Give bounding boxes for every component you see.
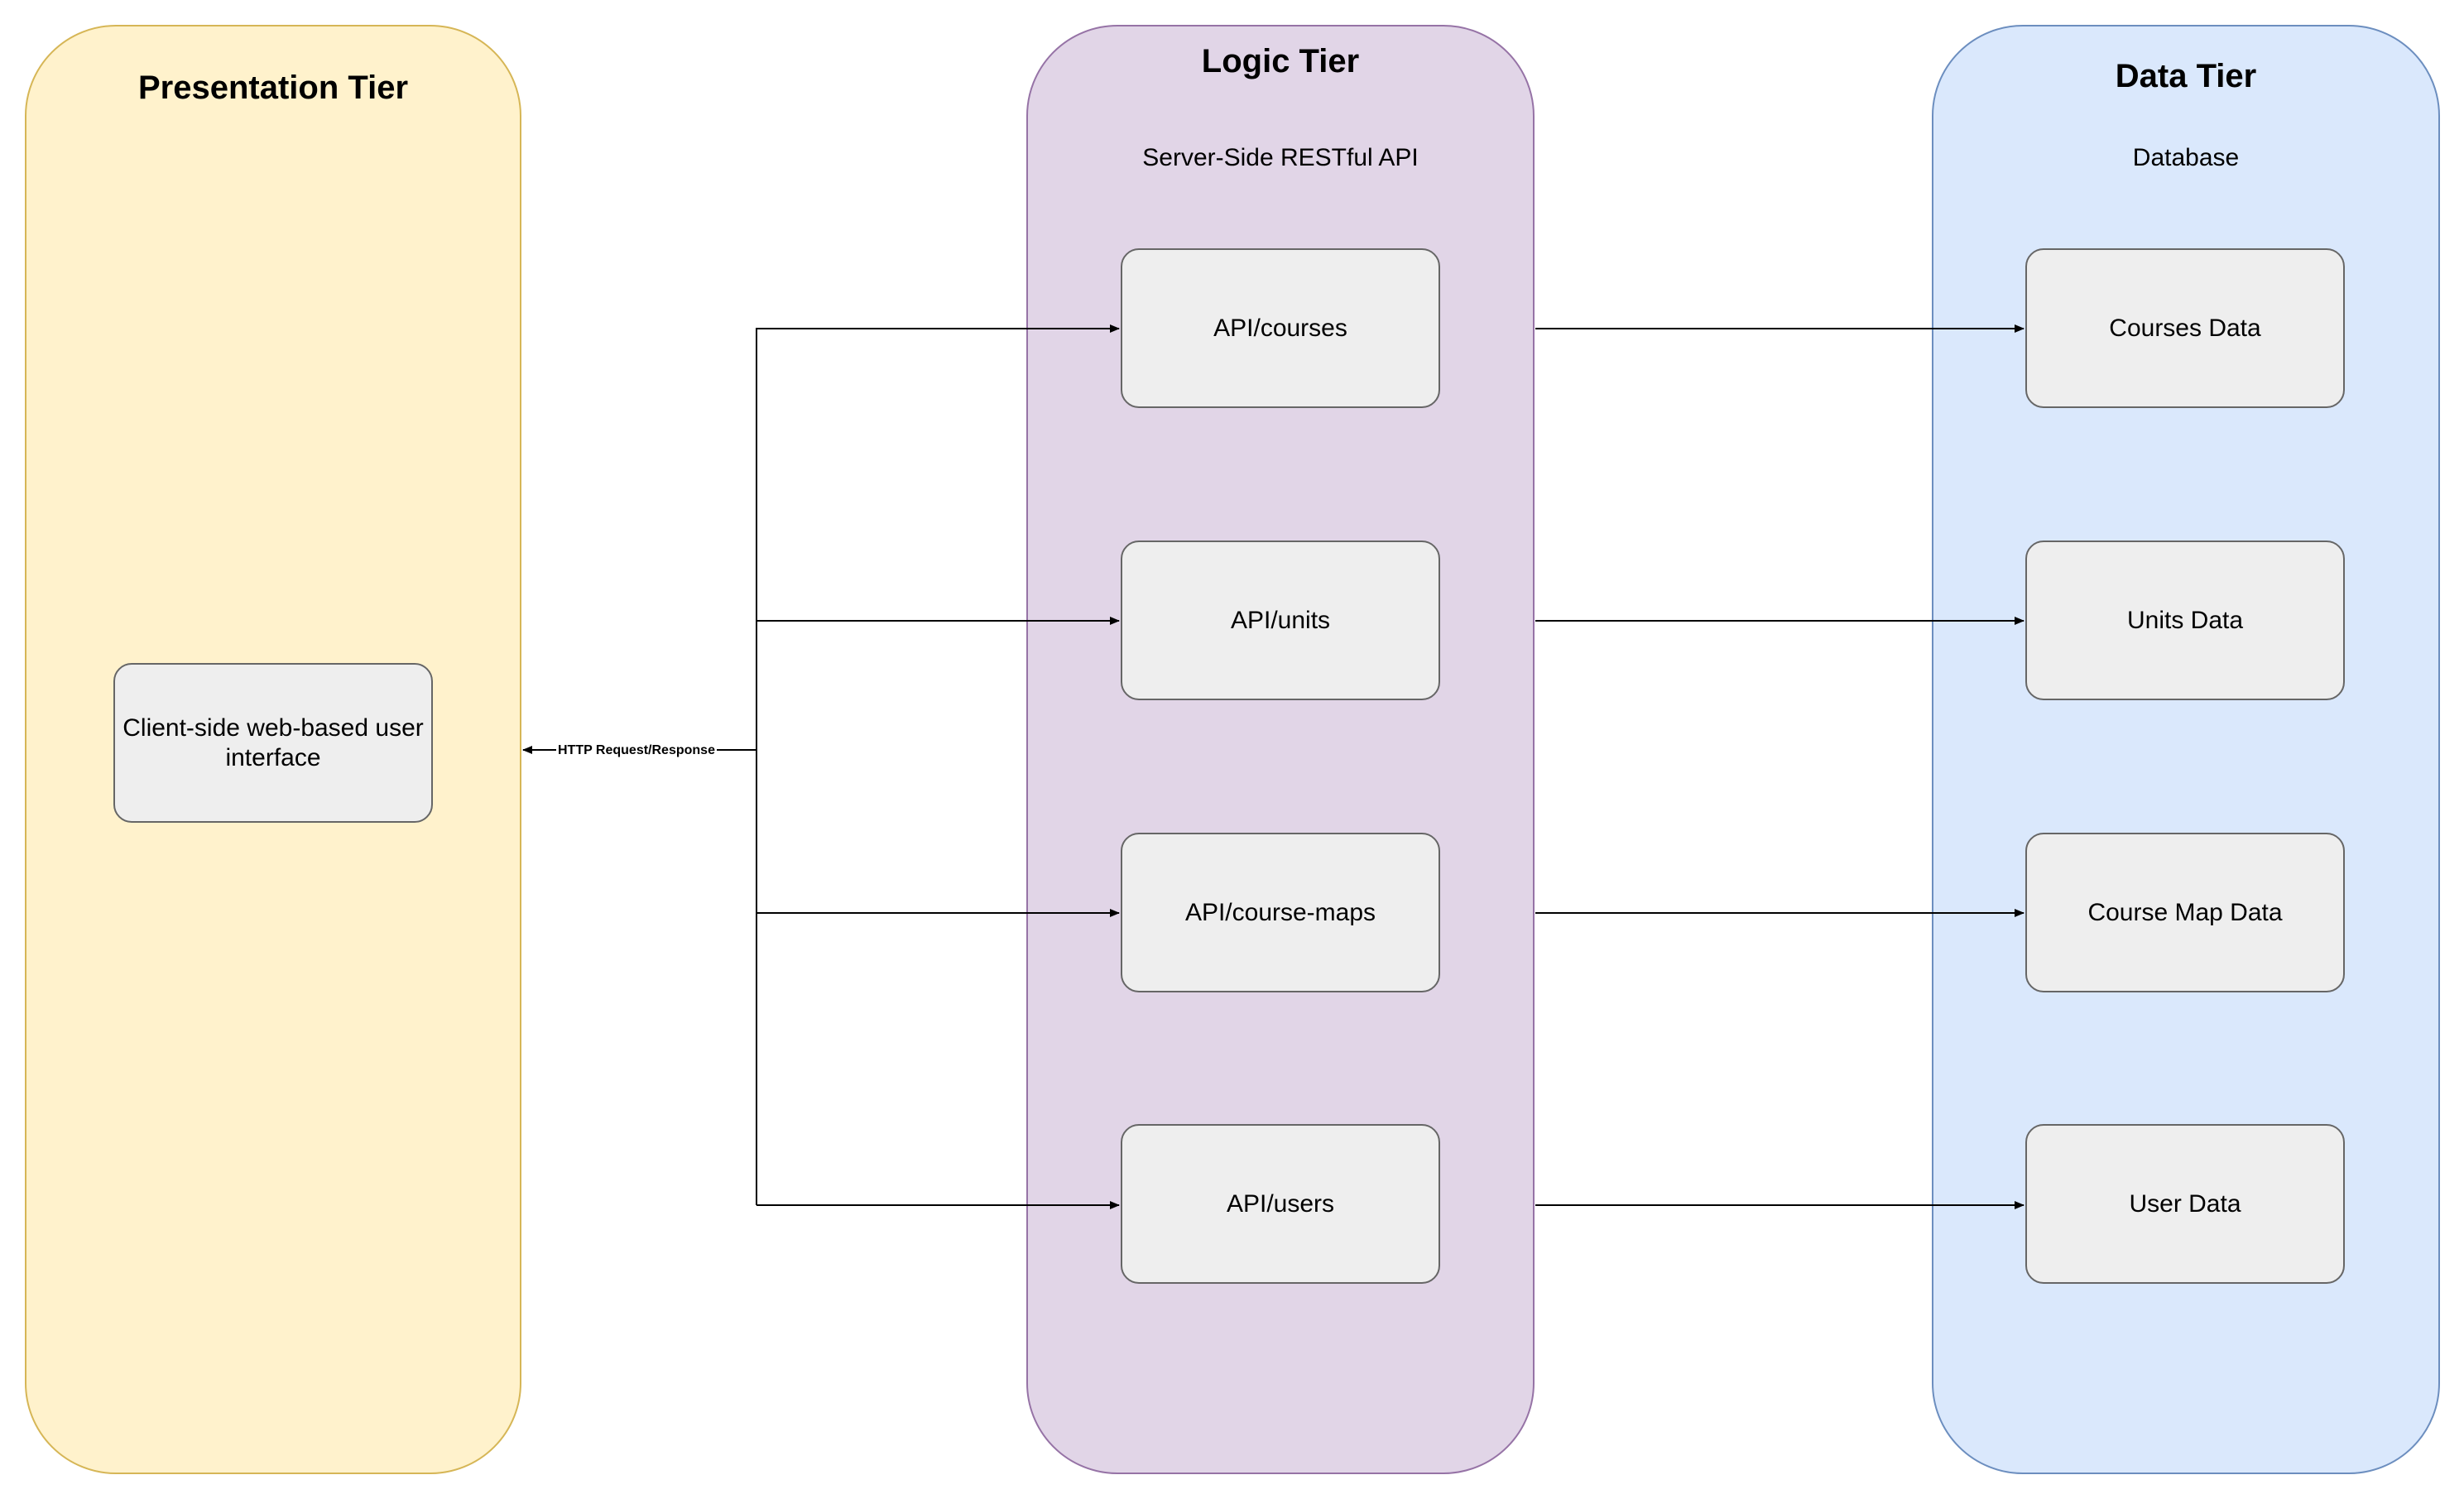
api-users-label: API/users (1226, 1189, 1335, 1218)
data-tier-subtitle: Database (2132, 144, 2240, 171)
units-data-box[interactable]: Units Data (2025, 541, 2345, 700)
api-courses-box[interactable]: API/courses (1121, 248, 1440, 408)
courses-data-label: Courses Data (2109, 314, 2261, 342)
user-data-box[interactable]: User Data (2025, 1124, 2345, 1284)
api-course-maps-label: API/course-maps (1184, 898, 1376, 926)
client-ui-box[interactable]: Client-side web-based user interface (113, 663, 433, 823)
api-courses-label: API/courses (1213, 314, 1347, 342)
presentation-tier-title: Presentation Tier (137, 70, 409, 106)
course-map-data-label: Course Map Data (2087, 898, 2283, 926)
logic-tier-subtitle: Server-Side RESTful API (1142, 144, 1419, 171)
course-map-data-box[interactable]: Course Map Data (2025, 833, 2345, 992)
logic-tier-title: Logic Tier (1201, 43, 1360, 79)
data-tier-title: Data Tier (2115, 58, 2257, 94)
courses-data-box[interactable]: Courses Data (2025, 248, 2345, 408)
http-request-response-label: HTTP Request/Response (556, 742, 717, 760)
api-course-maps-box[interactable]: API/course-maps (1121, 833, 1440, 992)
api-units-label: API/units (1230, 606, 1331, 634)
user-data-label: User Data (2129, 1189, 2241, 1218)
api-units-box[interactable]: API/units (1121, 541, 1440, 700)
units-data-label: Units Data (2126, 606, 2244, 634)
client-ui-label: Client-side web-based user interface (122, 713, 424, 771)
api-users-box[interactable]: API/users (1121, 1124, 1440, 1284)
